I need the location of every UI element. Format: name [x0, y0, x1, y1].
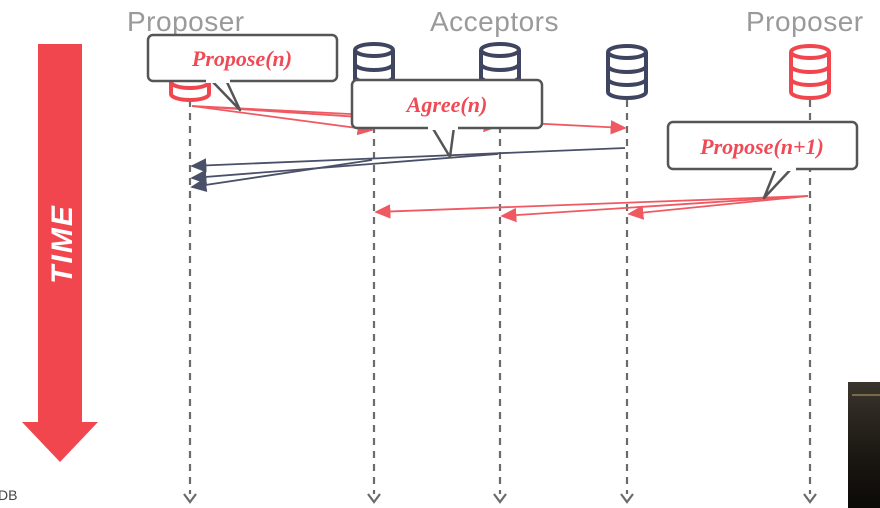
lifeline-acceptor-1-arrowhead	[367, 493, 381, 504]
agree-n-message	[190, 159, 373, 192]
propose-n-label: Propose(n)	[191, 46, 292, 71]
video-frame	[852, 394, 880, 410]
agree-n-label: Agree(n)	[405, 92, 488, 117]
lifeline-acceptor-2-arrowhead	[493, 493, 507, 504]
time-label: TIME	[46, 204, 79, 284]
lifeline-right-proposer-arrowhead	[803, 493, 817, 504]
lifeline-acceptor-3-arrowhead	[620, 493, 634, 504]
right-proposer-header: Proposer	[746, 6, 864, 37]
logo-fragment: DB	[0, 487, 18, 503]
propose-n1-message	[500, 195, 809, 223]
database-icon	[169, 80, 211, 102]
left-proposer-header: Proposer	[127, 6, 245, 37]
propose-n-message	[191, 105, 374, 136]
database-icon	[606, 44, 648, 100]
agree-n-message	[190, 147, 626, 173]
lifeline-left-proposer-arrowhead	[183, 493, 197, 504]
propose-n1-message	[374, 195, 809, 219]
database-icon	[789, 44, 831, 100]
time-arrow: TIME	[22, 44, 98, 462]
agree-n-callout: Agree(n)	[350, 78, 544, 159]
video-inset	[848, 382, 880, 508]
propose-n-callout: Propose(n)	[146, 33, 339, 112]
acceptors-header: Acceptors	[430, 6, 559, 37]
agree-n-message	[190, 153, 499, 185]
propose-n1-message	[627, 195, 809, 220]
propose-n1-label: Propose(n+1)	[699, 134, 824, 159]
propose-n1-callout: Propose(n+1)	[666, 120, 859, 200]
